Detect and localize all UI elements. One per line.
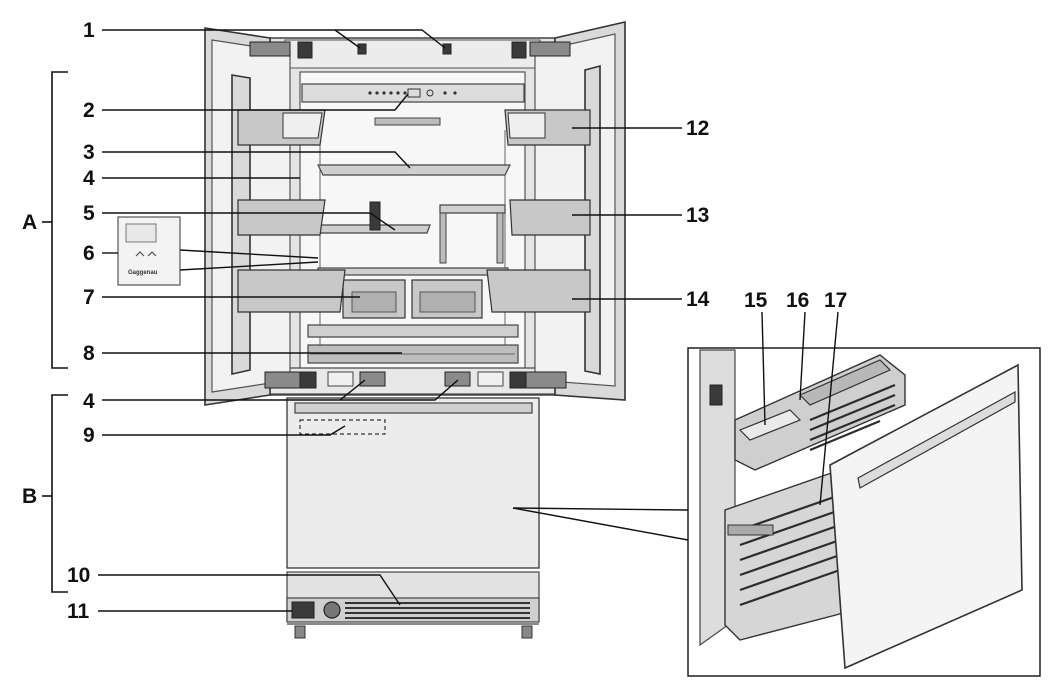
grille-slats <box>345 602 530 619</box>
callout-4-top: 4 <box>83 167 95 190</box>
callout-2: 2 <box>83 99 95 122</box>
section-a-label: A <box>22 211 37 234</box>
glass-shelf-middle-right <box>439 204 506 214</box>
callout-13: 13 <box>686 204 709 227</box>
inset-drawer-front <box>829 363 1023 670</box>
callout-7: 7 <box>83 286 95 309</box>
callout-3: 3 <box>83 141 95 164</box>
callout-12: 12 <box>686 117 709 140</box>
callout-10: 10 <box>67 564 90 587</box>
freezer-drawer-front <box>286 397 540 569</box>
left-callouts: 1 2 3 4 5 6 7 8 4 9 10 11 <box>67 19 459 623</box>
callout-17: 17 <box>824 289 847 312</box>
inset-callouts: 15 16 17 <box>744 289 847 506</box>
door-bin-right-middle <box>509 199 591 236</box>
freezer-drawer-inset <box>687 347 1041 677</box>
control-strip <box>301 83 525 103</box>
fan-knob <box>323 601 341 619</box>
ice-maker-icon <box>734 354 906 471</box>
callout-14: 14 <box>686 288 710 311</box>
hidden-ice-maker-outline <box>299 419 386 435</box>
section-a-bracket <box>51 71 68 369</box>
control-panel-brand: Gaggenau <box>128 270 158 276</box>
vent-right <box>444 371 471 387</box>
section-b-bracket <box>51 394 68 593</box>
refrigerator-illustration <box>204 20 626 639</box>
callout-15: 15 <box>744 289 768 312</box>
callout-4-bottom: 4 <box>83 390 95 413</box>
door-bin-right-bottom <box>486 269 591 313</box>
glass-shelf-upper <box>317 164 511 176</box>
inset-drawer-handle <box>857 390 1016 489</box>
freezer-handle <box>294 402 533 414</box>
section-b-label: B <box>22 485 37 508</box>
callout-11: 11 <box>67 600 90 623</box>
callout-9: 9 <box>83 424 95 447</box>
callout-5: 5 <box>83 202 95 225</box>
door-bin-left-middle <box>237 199 326 236</box>
inset-leader-bottom <box>512 507 689 541</box>
right-callouts: 12 13 14 <box>572 117 710 311</box>
callout-16: 16 <box>786 289 809 312</box>
control-panel-icon: Gaggenau <box>117 216 181 286</box>
callout-8: 8 <box>83 342 95 365</box>
inset-leader-top <box>512 507 689 511</box>
callout-6: 6 <box>83 242 95 265</box>
vent-left <box>359 371 386 387</box>
shelf-divider <box>317 267 509 276</box>
callout-1: 1 <box>83 19 95 42</box>
door-bin-left-bottom <box>237 269 346 313</box>
